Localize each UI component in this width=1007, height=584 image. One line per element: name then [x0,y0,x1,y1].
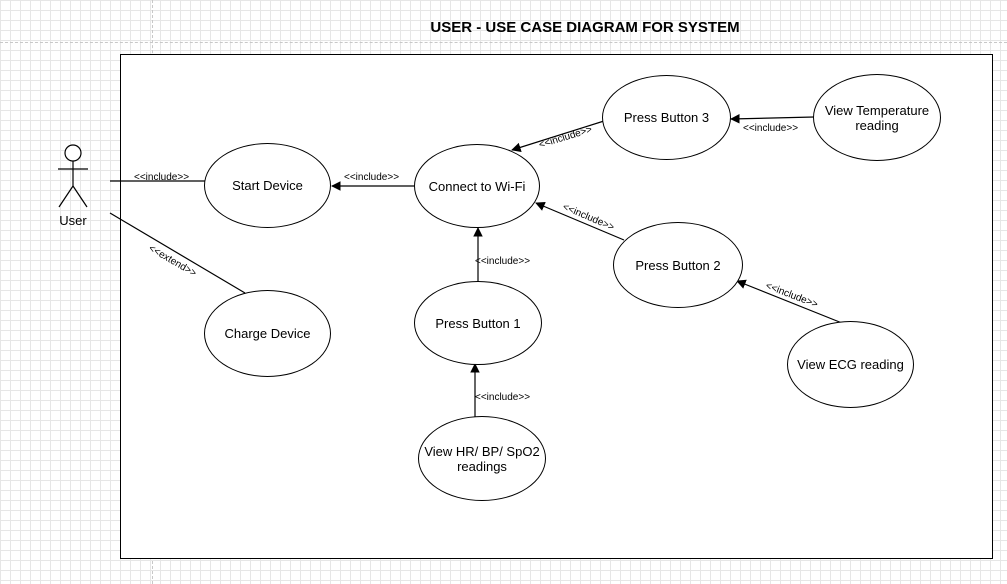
use-case-start-device-label: Start Device [232,178,303,193]
connector-temperature-button3[interactable] [730,113,815,124]
actor-figure[interactable] [58,144,88,208]
use-case-view-ecg[interactable]: View ECG reading [787,321,914,408]
label-include-hr-button1: <<include>> [475,392,530,403]
use-case-press-button-1-label: Press Button 1 [435,315,521,331]
use-case-press-button-3[interactable]: Press Button 3 [602,75,731,160]
connector-button3-wifi[interactable] [511,120,605,152]
use-case-view-hr-bp-spo2[interactable]: View HR/ BP/ SpO2 readings [418,416,546,501]
use-case-view-temperature-label: View Temperature reading [824,102,930,133]
use-case-press-button-1[interactable]: Press Button 1 [414,281,542,365]
page-guide-horizontal [0,42,1007,43]
connector-ecg-button2[interactable] [736,279,843,324]
label-include-button1-wifi: <<include>> [475,256,530,267]
use-case-view-hr-bp-spo2-label: View HR/ BP/ SpO2 readings [424,443,540,474]
label-include-user-start: <<include>> [134,172,189,183]
label-include-wifi-start: <<include>> [344,172,399,183]
use-case-start-device[interactable]: Start Device [204,143,331,228]
use-case-press-button-3-label: Press Button 3 [623,110,710,125]
use-case-press-button-2-label: Press Button 2 [635,257,721,273]
use-case-view-temperature[interactable]: View Temperature reading [813,74,941,161]
use-case-connect-wifi-label: Connect to Wi-Fi [428,178,526,194]
label-include-button3-wifi: <<include>> [538,124,594,151]
use-case-charge-device[interactable]: Charge Device [204,290,331,377]
connector-user-charge-device[interactable] [109,212,246,294]
use-case-press-button-2[interactable]: Press Button 2 [613,222,743,308]
actor-label: User [59,213,87,228]
use-case-view-ecg-label: View ECG reading [797,357,904,372]
label-include-temperature-button3: <<include>> [743,123,798,134]
diagram-title: USER - USE CASE DIAGRAM FOR SYSTEM [430,19,740,36]
use-case-charge-device-label: Charge Device [224,326,311,341]
connector-button2-wifi[interactable] [535,201,625,241]
use-case-connect-wifi[interactable]: Connect to Wi-Fi [414,144,540,228]
